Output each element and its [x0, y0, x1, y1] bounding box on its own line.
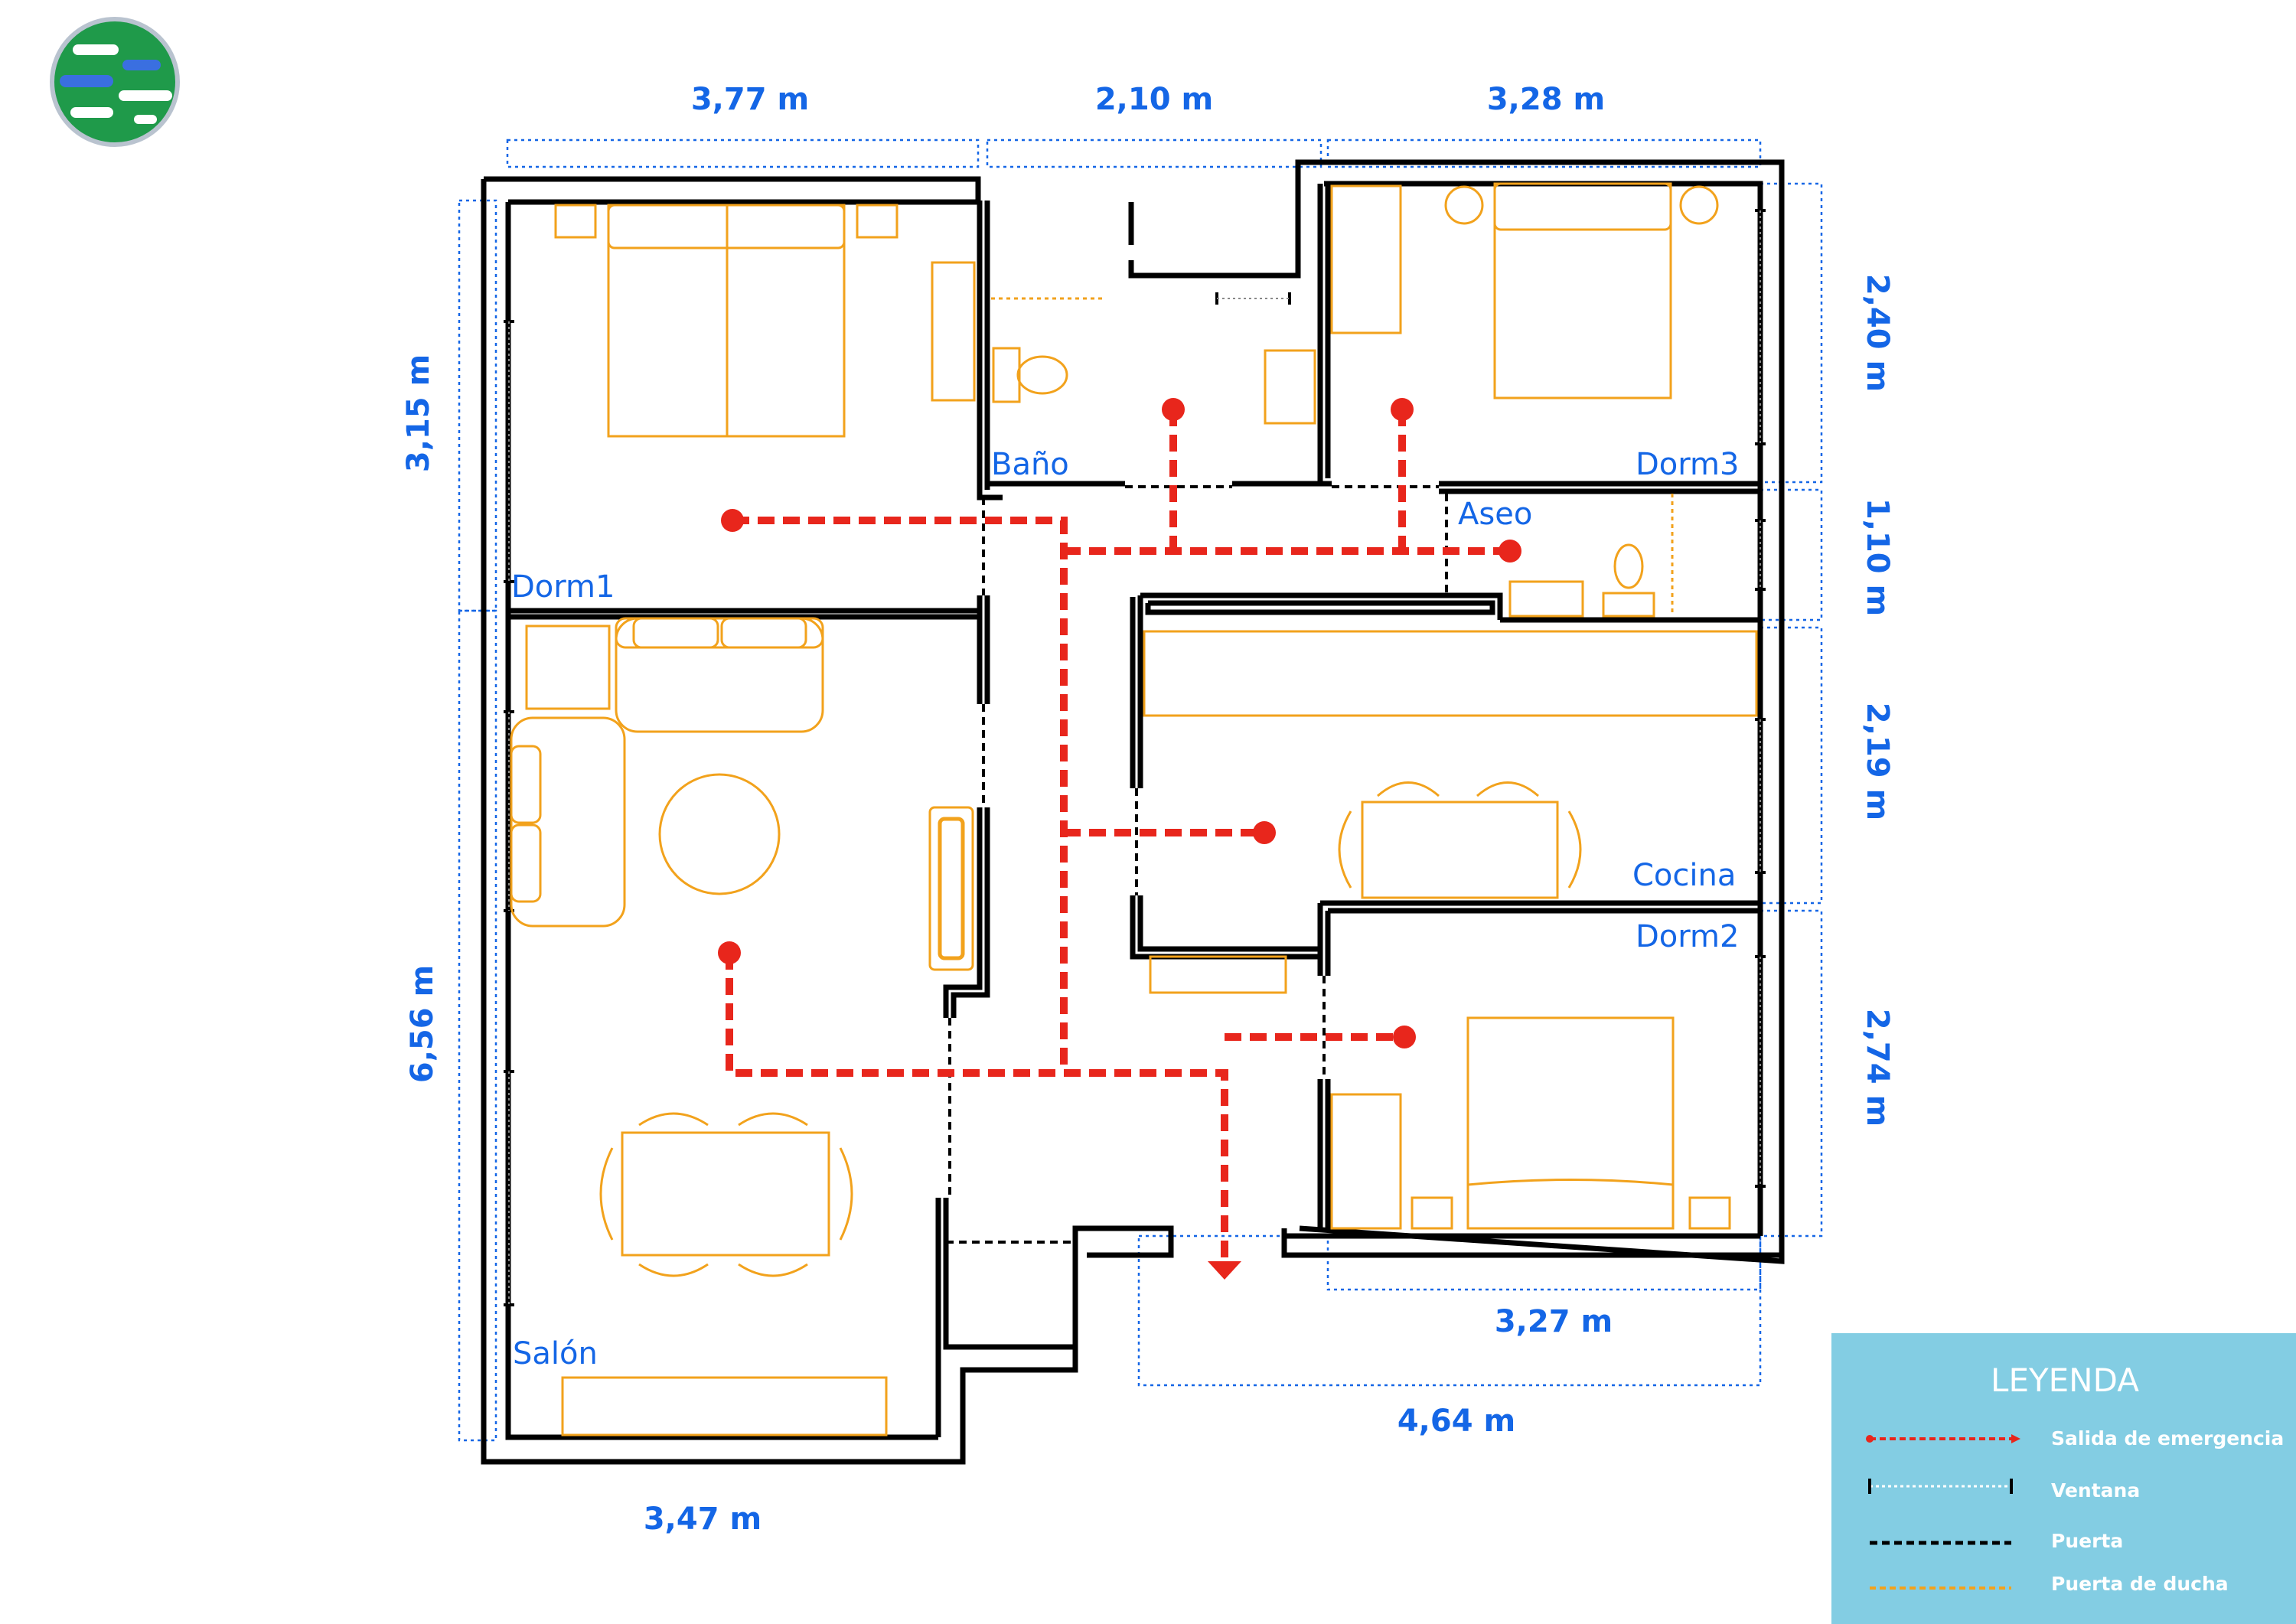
dim-right-dorm2: 2,74 m — [1860, 1009, 1895, 1127]
nightstand — [554, 204, 597, 239]
legend-item-label: Puerta — [2051, 1530, 2123, 1552]
window-glass — [508, 210, 1761, 1305]
window-line-icon — [1868, 1479, 2013, 1494]
walls — [481, 159, 1785, 1465]
dim-bottom-middle: 4,64 m — [1397, 1404, 1515, 1439]
dim-bottom-left: 3,47 m — [644, 1502, 762, 1537]
room-label-bano: Baño — [991, 447, 1069, 482]
coffee-table — [658, 773, 781, 895]
sideboard — [561, 1376, 888, 1436]
legend-panel — [1831, 1333, 2296, 1624]
exit-origin-cocina — [1253, 821, 1276, 844]
exit-origin-salon — [718, 941, 741, 964]
guide-top-middle — [986, 139, 1322, 168]
emergency-exit-routes — [726, 409, 1514, 1259]
bed — [1466, 1016, 1675, 1230]
dim-right-dorm3: 2,40 m — [1860, 274, 1895, 392]
dim-top-right: 3,28 m — [1487, 82, 1605, 117]
room-label-dorm2: Dorm2 — [1636, 919, 1739, 954]
dim-right-cocina: 2,19 m — [1860, 703, 1895, 820]
dim-top-middle: 2,10 m — [1095, 82, 1213, 117]
dim-left-upper: 3,15 m — [401, 354, 436, 472]
guide-bottom-middle — [1137, 1234, 1762, 1387]
globe-logo-icon — [50, 17, 180, 147]
guide-right-dorm3 — [1759, 182, 1823, 484]
guide-left-upper — [458, 199, 497, 612]
washbasin — [1264, 349, 1316, 425]
dim-top-left: 3,77 m — [691, 82, 809, 117]
legend-title: LEYENDA — [1991, 1361, 2139, 1399]
toilet-tank — [992, 347, 1021, 403]
shower-doors — [991, 297, 1674, 616]
dining-table — [1361, 801, 1559, 899]
room-labels: Dorm1 Baño Dorm3 Aseo Cocina Dorm2 Salón — [511, 447, 1739, 1371]
dining-table-salon — [621, 1131, 830, 1257]
legend-item-label: Salida de emergencia — [2051, 1427, 2284, 1450]
bed — [1493, 182, 1672, 399]
outer-wall — [484, 176, 981, 201]
room-label-dorm3: Dorm3 — [1636, 447, 1739, 482]
room-label-dorm1: Dorm1 — [511, 569, 615, 605]
tv-unit — [928, 806, 974, 971]
sofa-side — [510, 716, 626, 928]
toilet-bowl — [1016, 355, 1068, 395]
dimension-guides — [458, 139, 1823, 1442]
exit-origin-aseo — [1499, 540, 1521, 563]
legend-item-label: Ventana — [2051, 1479, 2140, 1502]
exit-arrow-icon — [1208, 1261, 1241, 1280]
exit-origin-bano — [1162, 398, 1185, 421]
dim-right-aseo: 1,10 m — [1860, 498, 1895, 616]
nightstand — [856, 204, 899, 239]
dim-bottom-dorm2: 3,27 m — [1495, 1304, 1613, 1339]
room-label-aseo: Aseo — [1458, 497, 1532, 532]
guide-top-left — [506, 139, 980, 168]
armchair — [525, 624, 611, 710]
kitchen-counter — [1143, 630, 1758, 717]
guide-right-aseo — [1759, 488, 1823, 621]
doors — [946, 485, 1448, 1244]
legend-item-label: Puerta de ducha — [2051, 1573, 2229, 1595]
guide-left-lower — [458, 609, 497, 1442]
legend: LEYENDA Salida de emergencia Ventana Pue… — [1831, 1333, 2296, 1624]
dim-left-lower: 6,56 m — [405, 965, 440, 1083]
furniture — [510, 182, 1758, 1436]
exit-origin-dorm2 — [1393, 1026, 1416, 1048]
exit-origin-dorm1 — [721, 509, 744, 532]
sofa — [615, 617, 824, 733]
guide-right-dorm2 — [1759, 909, 1823, 1238]
guide-top-right — [1326, 139, 1762, 168]
exit-origin-dorm3 — [1391, 398, 1414, 421]
wardrobe — [931, 261, 976, 402]
room-label-salon: Salón — [513, 1336, 598, 1371]
wardrobe — [1330, 184, 1402, 334]
emergency-exit-line-icon — [1866, 1434, 2020, 1443]
room-label-cocina: Cocina — [1632, 858, 1736, 893]
dimension-labels: 3,77 m 2,10 m 3,28 m 3,15 m 6,56 m 2,40 … — [401, 82, 1895, 1537]
guide-right-cocina — [1759, 626, 1823, 905]
emergency-exit-points — [718, 398, 1521, 1280]
